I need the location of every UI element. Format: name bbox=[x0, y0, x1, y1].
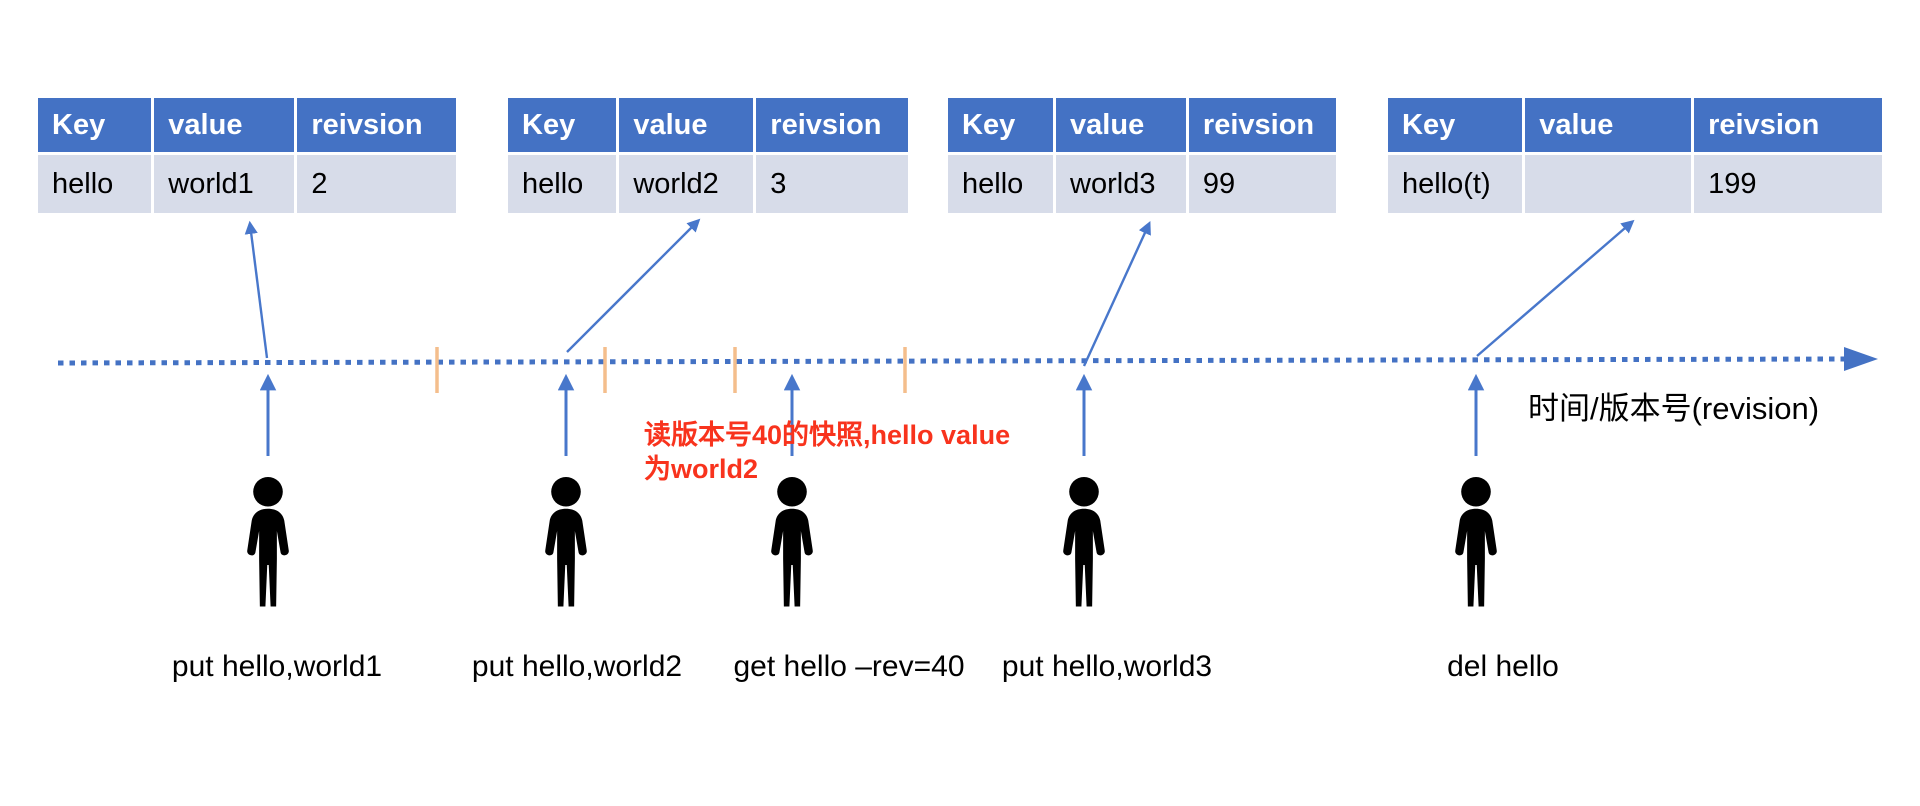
kv-table-4: Key value reivsion hello(t) 199 bbox=[1388, 98, 1882, 213]
kv-table-4-header-revision: reivsion bbox=[1694, 98, 1882, 152]
result-arrow-table-1 bbox=[244, 220, 269, 359]
event-label-put-world3: put hello,world3 bbox=[1001, 650, 1213, 683]
kv-table-3-header-key: Key bbox=[948, 98, 1054, 152]
time-axis-dotted-line bbox=[57, 356, 1845, 366]
kv-table-1-header-key: Key bbox=[38, 98, 152, 152]
person-figure-5 bbox=[1439, 474, 1513, 619]
result-arrow-table-2 bbox=[566, 218, 701, 353]
kv-table-3-header-value: value bbox=[1056, 98, 1186, 152]
kv-table-3-header-revision: reivsion bbox=[1188, 98, 1336, 152]
snapshot-annotation-line2: 为world2 bbox=[644, 454, 759, 484]
kv-table-2-header-key: Key bbox=[508, 98, 617, 152]
snapshot-annotation: 读版本号40的快照,hello value 为world2 bbox=[644, 418, 1064, 486]
kv-table-1-header-value: value bbox=[154, 98, 295, 152]
kv-table-4-cell-revision: 199 bbox=[1694, 155, 1882, 213]
person-icon bbox=[247, 476, 289, 607]
result-arrow-table-3 bbox=[1082, 220, 1151, 367]
person-figure-2 bbox=[529, 474, 603, 619]
kv-table-3-cell-revision: 99 bbox=[1188, 155, 1336, 213]
kv-table-2-header-value: value bbox=[619, 98, 754, 152]
kv-table-2-cell-value: world2 bbox=[619, 155, 754, 213]
event-label-put-world2: put hello,world2 bbox=[471, 650, 683, 683]
time-axis-arrowhead-icon bbox=[1844, 347, 1878, 371]
person-icon bbox=[1063, 476, 1105, 607]
time-axis-label: 时间/版本号(revision) bbox=[1528, 391, 1820, 426]
person-figure-1 bbox=[231, 474, 305, 619]
kv-table-4-header-value: value bbox=[1525, 98, 1692, 152]
kv-table-2-header-revision: reivsion bbox=[756, 98, 908, 152]
person-icon bbox=[545, 476, 587, 607]
result-arrow-table-4 bbox=[1476, 219, 1635, 357]
kv-table-1-cell-key: hello bbox=[38, 155, 152, 213]
event-label-get-rev40: get hello –rev=40 bbox=[733, 650, 965, 683]
event-label-put-world1: put hello,world1 bbox=[171, 650, 383, 683]
kv-table-1: Key value reivsion hello world1 2 bbox=[38, 98, 456, 213]
kv-table-2-cell-revision: 3 bbox=[756, 155, 908, 213]
person-figure-3 bbox=[755, 474, 829, 619]
event-label-del-hello: del hello bbox=[1447, 650, 1559, 683]
person-icon bbox=[1455, 476, 1497, 607]
kv-table-2: Key value reivsion hello world2 3 bbox=[508, 98, 908, 213]
kv-table-4-header-key: Key bbox=[1388, 98, 1523, 152]
kv-table-3-cell-key: hello bbox=[948, 155, 1054, 213]
person-figure-4 bbox=[1047, 474, 1121, 619]
snapshot-annotation-line1: 读版本号40的快照,hello value bbox=[644, 420, 1011, 450]
kv-table-1-cell-value: world1 bbox=[154, 155, 295, 213]
person-icon bbox=[771, 476, 813, 607]
kv-table-4-cell-key: hello(t) bbox=[1388, 155, 1523, 213]
kv-table-3: Key value reivsion hello world3 99 bbox=[948, 98, 1336, 213]
kv-table-2-cell-key: hello bbox=[508, 155, 617, 213]
kv-table-1-cell-revision: 2 bbox=[297, 155, 456, 213]
kv-table-4-cell-value bbox=[1525, 155, 1692, 213]
kv-table-1-header-revision: reivsion bbox=[297, 98, 456, 152]
kv-table-3-cell-value: world3 bbox=[1056, 155, 1186, 213]
